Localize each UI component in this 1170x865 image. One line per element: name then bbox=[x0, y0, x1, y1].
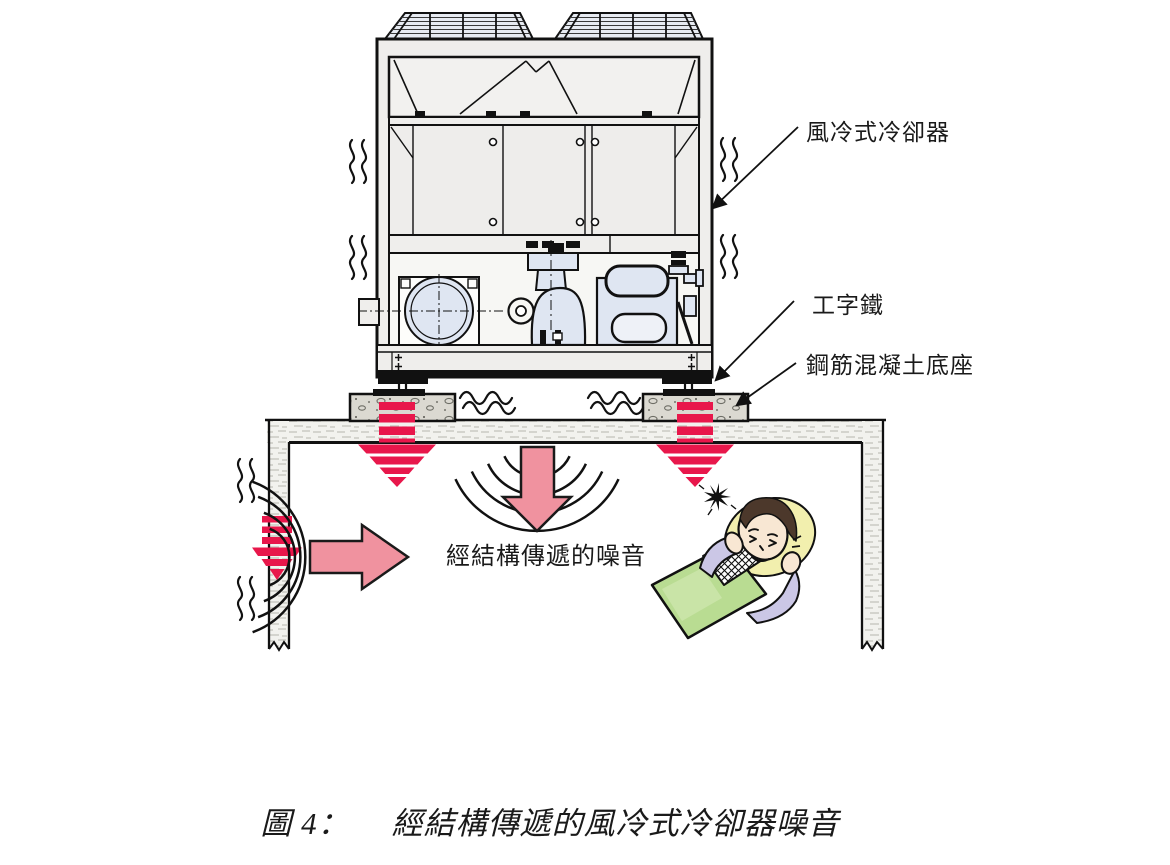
hair bbox=[739, 497, 798, 542]
label-concrete-base: 鋼筋混凝土底座 bbox=[806, 353, 974, 378]
wall-right bbox=[860, 419, 885, 652]
label-chiller: 風冷式冷卻器 bbox=[806, 120, 950, 145]
access-panels bbox=[388, 124, 700, 236]
noise-arrow-right bbox=[308, 522, 411, 592]
leader-arrow-icon bbox=[711, 126, 799, 407]
label-i-beam: 工字鐵 bbox=[812, 293, 884, 318]
left-hand bbox=[724, 531, 744, 555]
noise-arrow-down bbox=[499, 445, 575, 533]
truss-section bbox=[387, 55, 701, 126]
vibration-squiggle-icon bbox=[458, 390, 645, 416]
equipment-compartment bbox=[358, 240, 704, 352]
vibration-arrow-right bbox=[656, 402, 734, 487]
fan-grille-left bbox=[382, 12, 535, 40]
face bbox=[748, 528, 778, 563]
right-arm bbox=[746, 569, 801, 624]
sound-wave-arcs-icon bbox=[252, 480, 307, 634]
figure-title: 經結構傳遞的風冷式冷卻器噪音 bbox=[391, 806, 840, 841]
vibration-arrow-left bbox=[358, 402, 436, 487]
figure-caption: 圖 4： 經結構傳遞的風冷式冷卻器噪音 bbox=[0, 798, 1100, 843]
sleeping-person bbox=[650, 496, 817, 640]
figure-number: 圖 4： bbox=[260, 806, 350, 841]
annoyance-burst-icon bbox=[698, 484, 737, 516]
base-frame bbox=[376, 344, 713, 384]
i-beam-right bbox=[663, 384, 715, 396]
right-hand bbox=[780, 551, 802, 575]
fan-housing bbox=[358, 274, 506, 349]
label-structure-noise: 經結構傳遞的噪音 bbox=[446, 544, 646, 570]
annoyance-burst-icon bbox=[704, 483, 731, 511]
chiller-unit bbox=[358, 12, 715, 396]
roof-slab bbox=[265, 418, 886, 444]
i-beam-left bbox=[373, 384, 425, 396]
